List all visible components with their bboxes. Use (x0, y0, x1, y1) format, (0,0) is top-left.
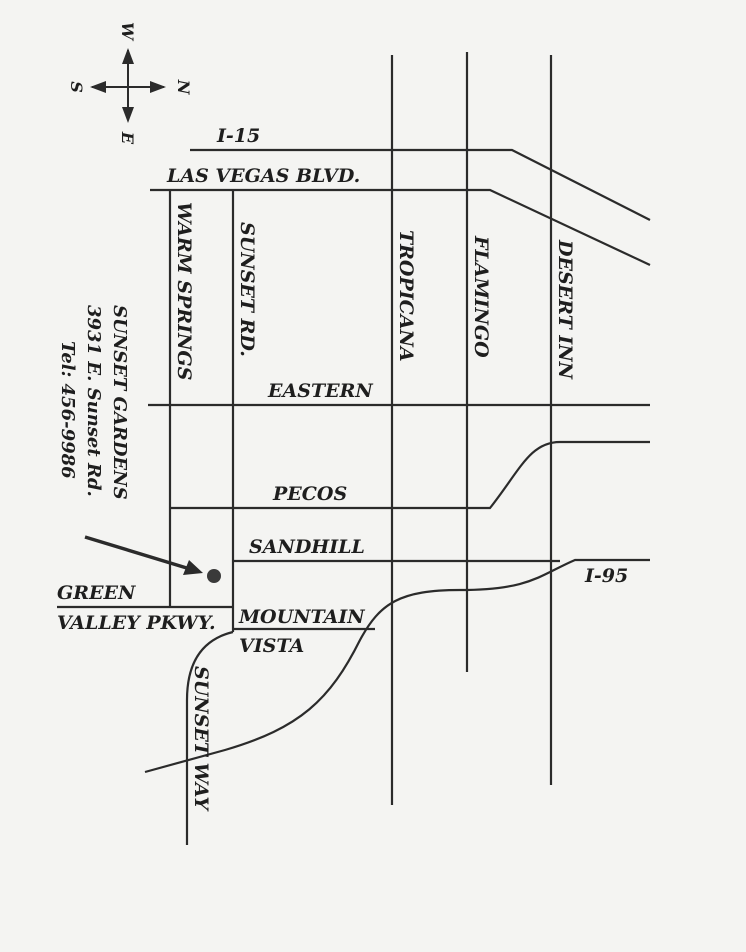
road-las-vegas-blvd (150, 188, 651, 266)
label-sunset-rd: SUNSET RD. (236, 222, 258, 357)
road-i15 (190, 148, 651, 221)
label-tropicana: TROPICANA (395, 230, 417, 362)
venue-phone: Tel: 456-9986 (57, 341, 78, 479)
compass-south-label: S (67, 81, 86, 93)
label-i15: I-15 (216, 125, 260, 147)
compass-west-label: W (118, 22, 137, 42)
label-mountain: MOUNTAIN (238, 606, 365, 628)
label-sunset-way: SUNSET WAY (190, 666, 212, 813)
road-pecos (170, 440, 650, 510)
road-i95 (144, 558, 650, 774)
label-las-vegas-blvd: LAS VEGAS BLVD. (166, 165, 360, 187)
compass-east-label: E (118, 131, 137, 145)
compass-north-label: N (174, 79, 193, 96)
label-vista: VISTA (239, 635, 304, 657)
venue-address: 3931 E. Sunset Rd. (83, 305, 104, 497)
label-warm-springs: WARM SPRINGS (173, 202, 195, 380)
venue-arrow (84, 535, 203, 575)
label-pecos: PECOS (272, 483, 347, 505)
label-eastern: EASTERN (267, 380, 373, 402)
venue-name: SUNSET GARDENS (109, 305, 130, 500)
label-desert-inn: DESERT INN (554, 239, 576, 380)
label-i95: I-95 (584, 565, 628, 587)
label-flamingo: FLAMINGO (470, 235, 492, 358)
label-sandhill: SANDHILL (249, 536, 365, 558)
venue-marker[interactable] (207, 569, 221, 583)
road-sunset-way (185, 630, 234, 845)
label-green: GREEN (57, 582, 136, 604)
compass-rose-icon: W E S N (67, 22, 193, 145)
label-valley-pkwy: VALLEY PKWY. (57, 612, 216, 634)
venue-info: SUNSET GARDENS 3931 E. Sunset Rd. Tel: 4… (57, 305, 130, 500)
